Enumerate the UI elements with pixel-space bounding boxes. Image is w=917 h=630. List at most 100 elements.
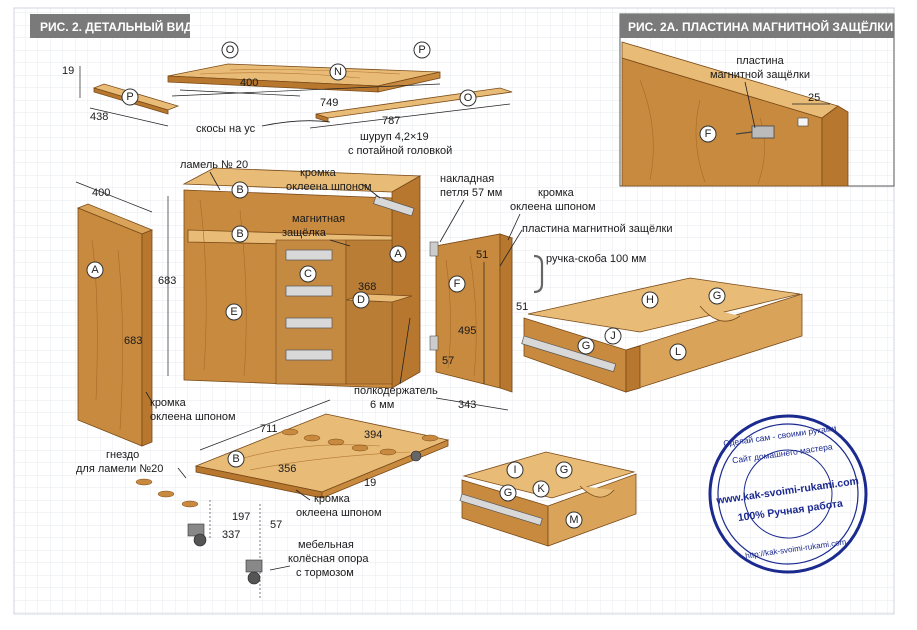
dim-57-door: 57 [442,355,454,367]
dim-368: 368 [358,281,376,293]
svg-text:B: B [236,228,243,240]
svg-text:A: A [394,248,402,260]
inset-dim-25: 25 [808,92,820,104]
svg-text:B: B [236,184,243,196]
dim-683-side: 683 [124,335,142,347]
svg-text:P: P [418,44,425,56]
svg-text:J: J [610,330,616,342]
dim-57-bottom: 57 [270,519,282,531]
callout-a-left: A [86,261,104,279]
large-drawer [521,277,803,393]
dim-711: 711 [260,423,278,435]
label-edge-left-1: кромка [150,397,187,409]
callout-n: N [329,63,347,81]
label-edge-bottom-1: кромка [314,493,351,505]
callout-f: F [448,275,466,293]
svg-text:H: H [646,294,654,306]
callout-p-left: P [121,88,139,106]
dim-343: 343 [458,399,476,411]
inset-figure-title: РИС. 2А. ПЛАСТИНА МАГНИТНОЙ ЗАЩЁЛКИ [628,19,893,34]
dim-495: 495 [458,325,476,337]
dim-749: 749 [320,97,338,109]
dim-51-upper: 51 [476,249,488,261]
svg-text:O: O [464,92,473,104]
caster-wheel-icon [187,523,207,547]
svg-text:E: E [230,306,237,318]
label-shelf-pin-1: полкодержатель [354,385,438,397]
dim-400-top: 400 [240,77,258,89]
callout-b-mid-shelf: B [231,225,249,243]
svg-text:P: P [126,91,133,103]
label-edge-door-1: кромка [538,187,575,199]
label-caster-2: колёсная опора [288,553,369,565]
caster-wheel-small-icon [410,450,422,462]
label-edge-door-2: оклеена шпоном [510,201,596,213]
inset-callout-f: F [699,125,717,143]
callout-m: M [565,511,583,529]
label-edge-bottom-2: оклеена шпоном [296,507,382,519]
label-slot-1: гнездо [106,449,139,461]
svg-text:G: G [504,487,513,499]
dim-787: 787 [382,115,400,127]
inset-plate-label-2: магнитной защёлки [710,69,810,81]
dim-19: 19 [62,65,74,77]
callout-p-top: P [413,41,431,59]
dim-356: 356 [278,463,296,475]
caster-with-brake-icon [245,559,263,585]
dim-51-lower: 51 [516,301,528,313]
main-figure-title-tag: РИС. 2. ДЕТАЛЬНЫЙ ВИД [30,14,193,38]
svg-text:G: G [560,464,569,476]
label-catch-plate: пластина магнитной защёлки [522,223,672,235]
callout-a-inner: A [389,245,407,263]
label-magnetic-2: защёлка [282,227,327,239]
label-screw-2: с потайной головкой [348,145,452,157]
label-caster-3: с тормозом [296,567,354,579]
svg-text:B: B [232,453,239,465]
svg-text:O: O [226,44,235,56]
callout-c: C [299,265,317,283]
dim-394: 394 [364,429,382,441]
label-screw-1: шуруп 4,2×19 [360,131,429,143]
svg-text:K: K [537,483,545,495]
handle-icon [533,254,544,294]
svg-text:D: D [357,294,365,306]
label-magnetic-1: магнитная [292,213,345,225]
callout-d: D [352,291,370,309]
svg-text:M: M [569,514,578,526]
door-panel-f [429,233,514,393]
label-edge-left-2: оклеена шпоном [150,411,236,423]
inset-magnet [797,117,809,127]
dim-197: 197 [232,511,250,523]
svg-text:F: F [705,128,712,140]
inset-plate-label-1: пластина [736,55,784,67]
callout-o-top: O [221,41,239,59]
dim-400-side: 400 [92,187,110,199]
svg-text:G: G [582,340,591,352]
callout-g-small-1: G [555,461,573,479]
svg-text:F: F [454,278,461,290]
svg-text:I: I [513,464,516,476]
label-veneer-top-2: оклеена шпоном [286,181,372,193]
dim-337: 337 [222,529,240,541]
label-hinge-1: накладная [440,173,494,185]
label-bevel: скосы на ус [196,123,256,135]
label-hinge-2: петля 57 мм [440,187,502,199]
callout-k: K [532,480,550,498]
callout-g-small-2: G [499,484,517,502]
svg-text:A: A [91,264,99,276]
inset-door-edge [821,105,849,187]
svg-text:C: C [304,268,312,280]
label-shelf-pin-2: 6 мм [370,399,394,411]
label-handle: ручка-скоба 100 мм [546,253,646,265]
label-caster-1: мебельная [298,539,354,551]
callout-g-large-1: G [708,287,726,305]
callout-i: I [506,461,524,479]
inset-figure-2a: РИС. 2А. ПЛАСТИНА МАГНИТНОЙ ЗАЩЁЛКИ плас… [619,13,895,187]
label-veneer-top-1: кромка [300,167,337,179]
callout-j: J [604,327,622,345]
callout-b-bottom: B [227,450,245,468]
callout-h: H [641,291,659,309]
callout-o-right: O [459,89,477,107]
callout-b-top-shelf: B [231,181,249,199]
